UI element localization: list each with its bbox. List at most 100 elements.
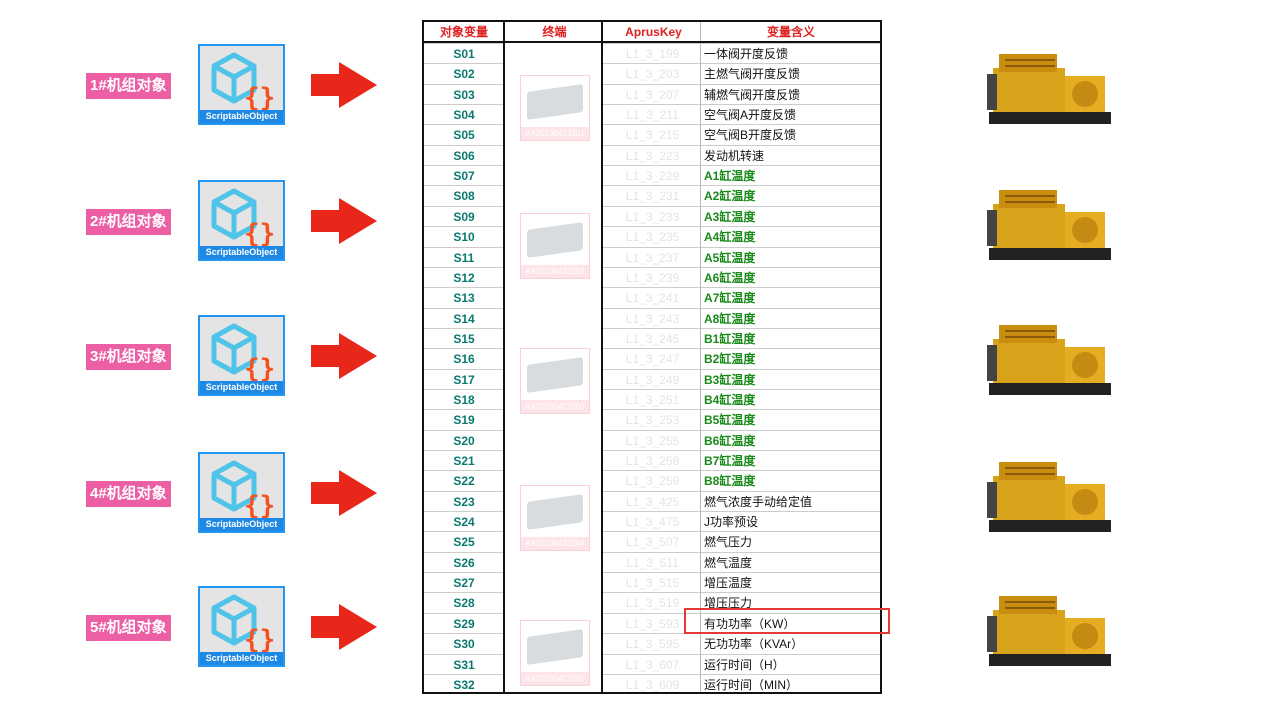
apruskey: L1_3_223 (625, 148, 680, 163)
variable-meaning: 有功功率（KW） (704, 616, 796, 631)
generator-image (985, 40, 1115, 145)
object-variable: S30 (453, 637, 475, 652)
scriptable-object-icon: {} ScriptableObject (198, 452, 285, 533)
scriptable-object-icon: {} ScriptableObject (198, 586, 285, 667)
variable-meaning: 空气阀A开度反馈 (704, 108, 797, 123)
variable-meaning: 运行时间（H） (704, 657, 785, 672)
object-variable: S11 (453, 250, 475, 265)
object-variable: S12 (453, 270, 475, 285)
apruskey: L1_3_247 (625, 352, 680, 367)
table-row: S23 L1_3_425 燃气浓度手动给定值 (424, 490, 880, 511)
object-variable: S25 (453, 535, 475, 550)
apruskey: L1_3_229 (625, 169, 680, 184)
apruskey: L1_3_507 (625, 535, 680, 550)
variable-meaning: B4缸温度 (704, 392, 756, 407)
variable-meaning: 一体阀开度反馈 (704, 47, 789, 61)
variable-meaning: B7缸温度 (704, 454, 756, 468)
object-variable: S18 (453, 392, 475, 407)
arrow-right-icon (311, 470, 377, 516)
table-row: S01 L1_3_199 一体阀开度反馈 (424, 43, 880, 63)
apruskey: L1_3_233 (625, 209, 680, 224)
unit-label: 3#机组对象 (86, 344, 171, 370)
svg-text:{}: {} (244, 354, 275, 381)
terminal-device: AX20230423205 (520, 620, 590, 686)
header-meaning: 变量含义 (766, 25, 815, 39)
object-variable: S27 (453, 576, 475, 591)
table-row: S06 L1_3_223 发动机转速 (424, 144, 880, 165)
apruskey: L1_3_243 (625, 311, 680, 326)
object-variable: S21 (453, 454, 475, 468)
apruskey: L1_3_207 (625, 87, 680, 102)
icon-caption: ScriptableObject (200, 518, 283, 531)
table-row: S09 L1_3_233 A3缸温度 (424, 205, 880, 226)
header-apruskey: AprusKey (625, 25, 682, 39)
apruskey: L1_3_241 (625, 291, 680, 306)
table-row: S14 L1_3_243 A8缸温度 (424, 307, 880, 328)
table-row: S27 L1_3_515 增压温度 (424, 572, 880, 592)
device-image (527, 494, 583, 530)
terminal-device: AX20230423203 (520, 348, 590, 414)
variable-meaning: A8缸温度 (704, 311, 756, 326)
apruskey: L1_3_258 (625, 454, 680, 468)
apruskey: L1_3_609 (625, 677, 680, 692)
svg-text:{}: {} (244, 83, 275, 110)
variable-meaning: A5缸温度 (704, 250, 756, 265)
object-variable: S23 (453, 494, 475, 509)
apruskey: L1_3_425 (625, 494, 680, 509)
variable-meaning: A2缸温度 (704, 189, 756, 204)
apruskey: L1_3_215 (625, 128, 680, 143)
table-row: S19 L1_3_253 B5缸温度 (424, 409, 880, 429)
unit-2: 2#机组对象 {} ScriptableObject (0, 180, 400, 270)
table-row: S18 L1_3_251 B4缸温度 (424, 388, 880, 409)
generator-image (985, 311, 1115, 416)
table-row: S21 L1_3_258 B7缸温度 (424, 450, 880, 470)
object-variable: S13 (453, 291, 475, 306)
apruskey: L1_3_237 (625, 250, 680, 265)
terminal-id: AX20230423202 (521, 265, 589, 278)
unit-label: 5#机组对象 (86, 615, 171, 641)
icon-caption: ScriptableObject (200, 110, 283, 123)
apruskey: L1_3_211 (626, 108, 679, 123)
table-row: S10 L1_3_235 A4缸温度 (424, 226, 880, 246)
svg-text:{}: {} (244, 625, 275, 652)
header-object-variable: 对象变量 (439, 25, 488, 39)
terminal-id: AX20230423201 (521, 127, 589, 140)
variable-meaning: 燃气温度 (704, 555, 753, 570)
unit-3: 3#机组对象 {} ScriptableObject (0, 315, 400, 405)
table-row: S25 L1_3_507 燃气压力 (424, 531, 880, 551)
apruskey: L1_3_203 (625, 67, 680, 82)
object-variable: S24 (453, 515, 475, 530)
table-row: S11 L1_3_237 A5缸温度 (424, 246, 880, 267)
object-variable: S10 (453, 230, 475, 245)
variable-meaning: J功率预设 (704, 515, 759, 530)
apruskey: L1_3_245 (625, 331, 680, 346)
table-row: S31 L1_3_607 运行时间（H） (424, 653, 880, 674)
object-variable: S04 (453, 108, 475, 123)
apruskey: L1_3_607 (625, 657, 680, 672)
variable-meaning: 主燃气阀开度反馈 (704, 67, 801, 82)
table-row: S29 L1_3_593 有功功率（KW） (424, 612, 880, 633)
highlight-box (684, 608, 890, 634)
device-image (527, 84, 583, 120)
variable-meaning: B3缸温度 (704, 372, 756, 387)
object-variable: S26 (453, 555, 475, 570)
variable-meaning: 增压温度 (704, 576, 753, 591)
table-row: S22 L1_3_259 B8缸温度 (424, 470, 880, 490)
table-row: S20 L1_3_255 B6缸温度 (424, 429, 880, 450)
scriptable-object-icon: {} ScriptableObject (198, 315, 285, 396)
unit-4: 4#机组对象 {} ScriptableObject (0, 452, 400, 542)
object-variable: S28 (453, 596, 475, 611)
object-variable: S19 (453, 413, 475, 428)
table-row: S15 L1_3_245 B1缸温度 (424, 327, 880, 348)
apruskey: L1_3_259 (625, 474, 680, 489)
terminal-device: AX20230423201 (520, 75, 590, 141)
variable-meaning: 空气阀B开度反馈 (704, 128, 797, 143)
variable-meaning: 燃气压力 (704, 535, 753, 550)
variable-meaning: B5缸温度 (704, 413, 756, 428)
variable-meaning: 辅燃气阀开度反馈 (704, 87, 801, 102)
table-row: S32 L1_3_609 运行时间（MIN） (424, 673, 880, 694)
variable-meaning: A4缸温度 (704, 230, 756, 245)
unit-label: 1#机组对象 (86, 73, 171, 99)
variable-meaning: A7缸温度 (704, 291, 756, 306)
scriptable-object-icon: {} ScriptableObject (198, 180, 285, 261)
